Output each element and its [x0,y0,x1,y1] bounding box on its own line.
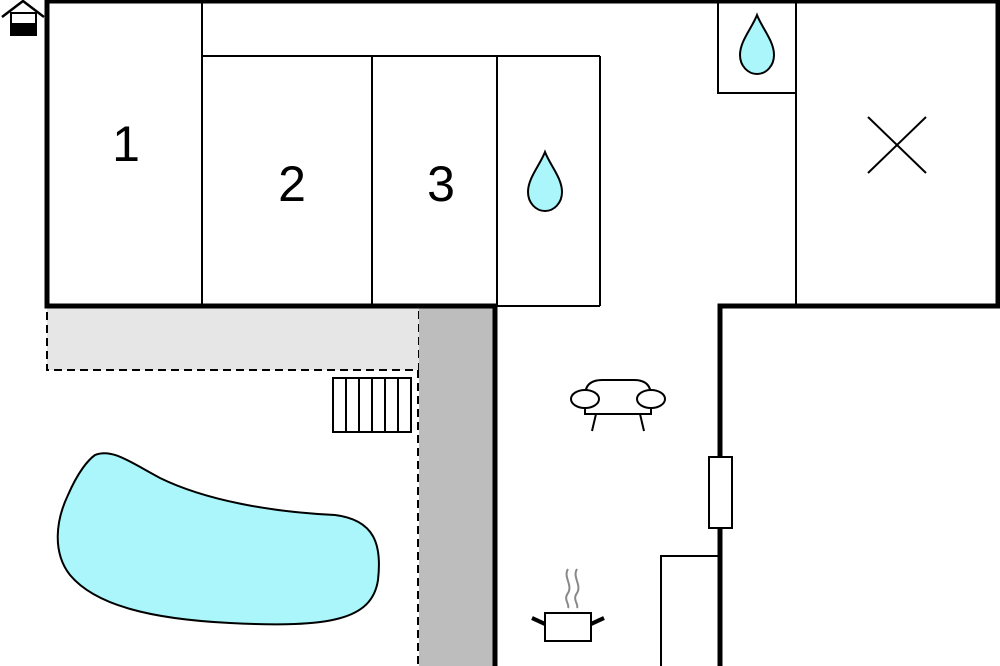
terrace-area [46,305,420,371]
interior-walls [201,0,797,666]
room-label-3: 3 [427,156,455,212]
room-label-2: 2 [278,156,306,212]
pool-icon [56,452,380,626]
water-drop-icon [526,149,564,213]
window [708,456,733,529]
stairs-icon [332,377,412,433]
room-label-1: 1 [112,116,140,172]
cooking-pot-icon [531,568,605,642]
cross-icon [867,116,927,174]
walkway [419,306,495,666]
water-drop-icon [738,12,776,76]
house-entrance-icon [1,0,45,36]
sofa-icon [570,379,666,432]
